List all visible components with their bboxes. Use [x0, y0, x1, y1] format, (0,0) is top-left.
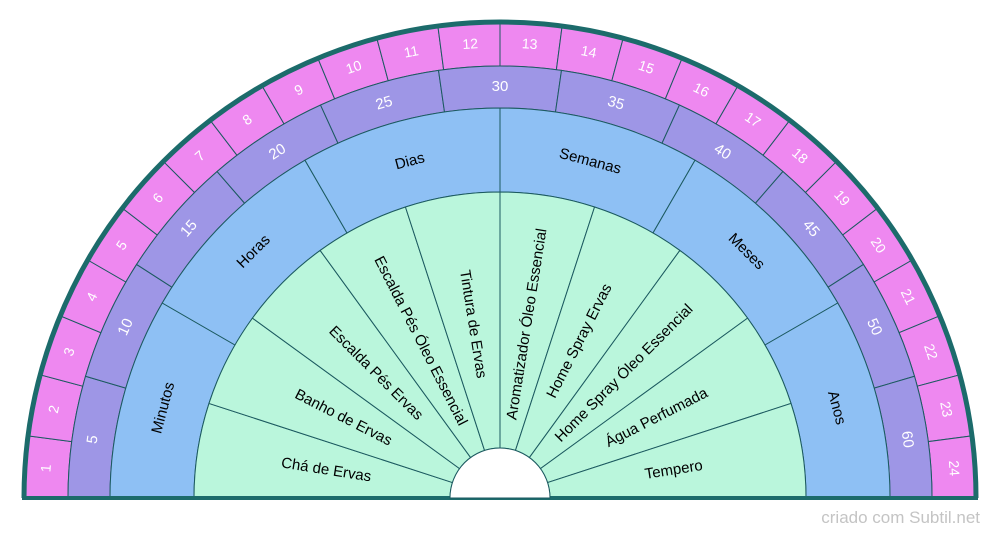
number-ring-label-20: 20: [266, 140, 289, 163]
outer-ring-label-1: 1: [37, 464, 53, 473]
outer-ring-label-23: 23: [937, 400, 956, 419]
number-ring-label-50: 50: [863, 316, 885, 338]
outer-ring-label-10: 10: [344, 57, 364, 77]
number-ring-label-5: 5: [84, 434, 102, 445]
outer-ring-label-12: 12: [462, 35, 479, 52]
number-ring-label-25: 25: [374, 93, 395, 114]
outer-ring-label-20: 20: [868, 234, 890, 256]
center-hub: [449, 447, 551, 499]
number-ring-label-30: 30: [492, 78, 509, 95]
outer-ring-label-11: 11: [402, 42, 420, 61]
outer-ring-label-14: 14: [580, 42, 599, 61]
outer-ring-label-15: 15: [636, 57, 656, 77]
outer-ring-label-2: 2: [45, 404, 62, 415]
number-ring-label-60: 60: [898, 430, 917, 449]
outer-border: [21, 19, 979, 499]
number-ring-label-10: 10: [114, 316, 136, 338]
footer-credit: criado com Subtil.net: [821, 508, 980, 527]
chart-frame: [21, 19, 979, 500]
outer-ring-label-13: 13: [521, 35, 538, 52]
outer-ring-label-22: 22: [921, 342, 941, 362]
outer-ring-label-24: 24: [946, 460, 963, 477]
outer-ring-label-17: 17: [742, 108, 764, 130]
number-ring-label-35: 35: [606, 93, 627, 114]
outer-ring-label-16: 16: [691, 79, 712, 100]
number-ring-label-40: 40: [711, 140, 734, 163]
outer-ring-label-21: 21: [898, 286, 919, 307]
